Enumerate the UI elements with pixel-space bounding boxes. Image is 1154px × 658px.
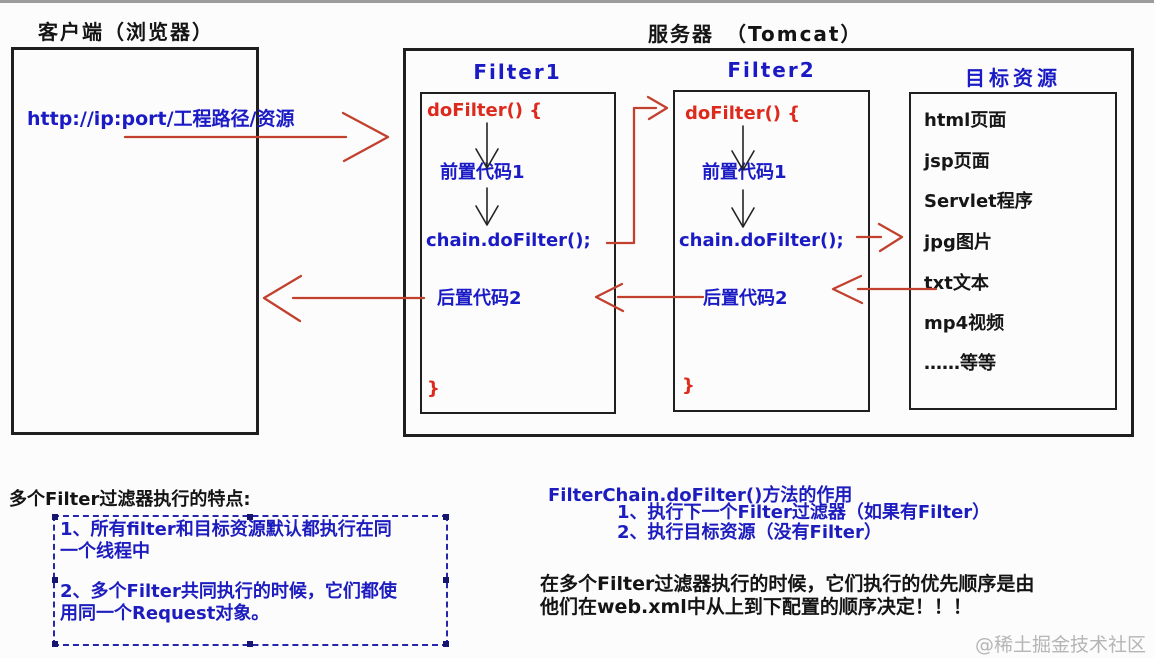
filter2-chain-call: chain.doFilter(); — [679, 230, 844, 251]
selection-handle — [52, 577, 58, 583]
target-item-txt: txt文本 — [924, 273, 989, 294]
notes-right-item-1: 1、执行下一个Filter过滤器（如果有Filter） — [617, 502, 991, 523]
selection-handle — [52, 514, 58, 520]
filter1-close-brace: } — [427, 378, 440, 399]
filter1-chain-call: chain.doFilter(); — [426, 230, 591, 251]
filter2-label: Filter2 — [727, 58, 816, 82]
target-item-jsp: jsp页面 — [924, 151, 990, 172]
target-item-mp4: mp4视频 — [924, 313, 1005, 334]
target-item-servlet: Servlet程序 — [924, 191, 1033, 212]
client-box — [11, 47, 259, 435]
filter2-post-code: 后置代码2 — [703, 288, 788, 309]
selection-handle — [247, 641, 253, 647]
selection-handle — [247, 514, 253, 520]
filter1-box: doFilter() { 前置代码1 chain.doFilter(); 后置代… — [420, 92, 616, 414]
target-item-html: html页面 — [924, 110, 1007, 131]
filter1-to-client-return-arrow — [262, 274, 426, 323]
selection-handle — [443, 577, 449, 583]
top-edge-divider — [0, 0, 1154, 3]
selection-handle — [443, 514, 449, 520]
filter2-pre-code: 前置代码1 — [702, 162, 787, 183]
priority-note-line-1: 在多个Filter过滤器执行的时候，它们执行的优先顺序是由 — [540, 573, 1035, 595]
target-resources-label: 目标资源 — [965, 66, 1061, 90]
filter2-dofilter-open: doFilter() { — [685, 103, 801, 124]
filter2-close-brace: } — [682, 375, 695, 396]
server-title: 服务器 （Tomcat） — [648, 22, 863, 46]
target-resources-box: html页面 jsp页面 Servlet程序 jpg图片 txt文本 mp4视频… — [909, 92, 1117, 410]
filter1-pre-code: 前置代码1 — [440, 162, 525, 183]
server-box — [403, 48, 1134, 437]
client-title: 客户端（浏览器） — [38, 20, 214, 44]
notes-right-item-2: 2、执行目标资源（没有Filter） — [617, 522, 882, 543]
notes-right-heading: FilterChain.doFilter()方法的作用 — [548, 485, 853, 506]
filter2-box: doFilter() { 前置代码1 chain.doFilter(); 后置代… — [673, 90, 870, 412]
selection-handle — [52, 641, 58, 647]
request-url: http://ip:port/工程路径/资源 — [27, 108, 295, 130]
target-item-jpg: jpg图片 — [924, 232, 992, 253]
selection-handle — [443, 641, 449, 647]
priority-note-line-2: 他们在web.xml中从上到下配置的顺序决定！！！ — [540, 596, 972, 618]
notes-left-heading: 多个Filter过滤器执行的特点: — [9, 489, 251, 510]
filter1-post-code: 后置代码2 — [437, 288, 522, 309]
target-item-etc: ……等等 — [924, 353, 996, 374]
notes-left-selection-box: 1、所有filter和目标资源默认都执行在同 一个线程中 2、多个Filter共… — [52, 514, 449, 647]
filter1-dofilter-open: doFilter() { — [427, 100, 543, 121]
notes-left-line-3: 2、多个Filter共同执行的时候，它们都使 — [60, 581, 397, 602]
notes-left-line-2: 一个线程中 — [60, 541, 150, 562]
filter1-label: Filter1 — [473, 60, 562, 84]
notes-left-line-1: 1、所有filter和目标资源默认都执行在同 — [60, 519, 392, 540]
notes-left-line-4: 用同一个Request对象。 — [60, 603, 270, 624]
watermark: @稀土掘金技术社区 — [974, 634, 1146, 656]
